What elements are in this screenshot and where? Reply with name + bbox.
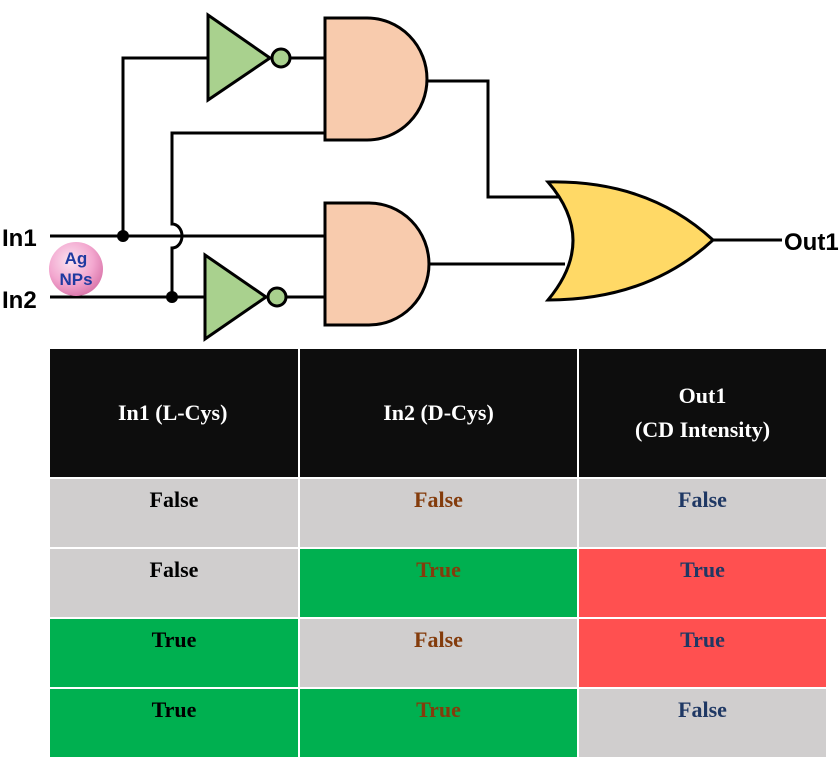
cell-in1: True xyxy=(48,687,300,759)
cell-in1: True xyxy=(48,617,300,689)
in2-junction-dot xyxy=(166,291,178,303)
cell-in2: True xyxy=(298,547,579,619)
cell-out: True xyxy=(577,617,828,689)
in1-label: In1 xyxy=(2,225,37,252)
header-in1: In1 (L-Cys) xyxy=(48,347,300,479)
cell-in2: False xyxy=(298,617,579,689)
header-out1-line1: Out1 xyxy=(678,383,727,408)
cell-in1: False xyxy=(48,547,300,619)
and1-to-or-wire xyxy=(427,79,563,199)
cell-out: False xyxy=(577,687,828,759)
table-header-row: In1 (L-Cys) In2 (D-Cys) Out1 (CD Intensi… xyxy=(48,347,828,479)
nanoparticle-label-line2: NPs xyxy=(59,270,92,289)
in2-label: In2 xyxy=(2,287,37,314)
or-gate xyxy=(544,180,716,302)
cell-out: True xyxy=(577,547,828,619)
and-gate-top xyxy=(323,16,429,142)
ag-nanoparticle-sphere xyxy=(49,242,103,296)
nanoparticle-label-line1: Ag xyxy=(65,249,88,268)
not-gate-top xyxy=(206,12,292,103)
cell-in2: True xyxy=(298,687,579,759)
not-gate-bottom xyxy=(203,252,288,342)
and-gate-bottom xyxy=(323,201,431,327)
truth-table: In1 (L-Cys) In2 (D-Cys) Out1 (CD Intensi… xyxy=(48,347,828,759)
in1-junction-dot xyxy=(117,230,129,242)
header-out1-line2: (CD Intensity) xyxy=(634,417,771,442)
header-in2: In2 (D-Cys) xyxy=(298,347,579,479)
in2-branch-wire xyxy=(170,131,325,297)
in1-branch-wire xyxy=(121,56,208,236)
cell-in1: False xyxy=(48,477,300,549)
header-out1: Out1 (CD Intensity) xyxy=(577,347,828,479)
cell-in2: False xyxy=(298,477,579,549)
out1-label: Out1 xyxy=(784,229,839,256)
cell-out: False xyxy=(577,477,828,549)
logic-circuit-diagram: In1 In2 Out1 Ag NPs xyxy=(2,12,839,342)
